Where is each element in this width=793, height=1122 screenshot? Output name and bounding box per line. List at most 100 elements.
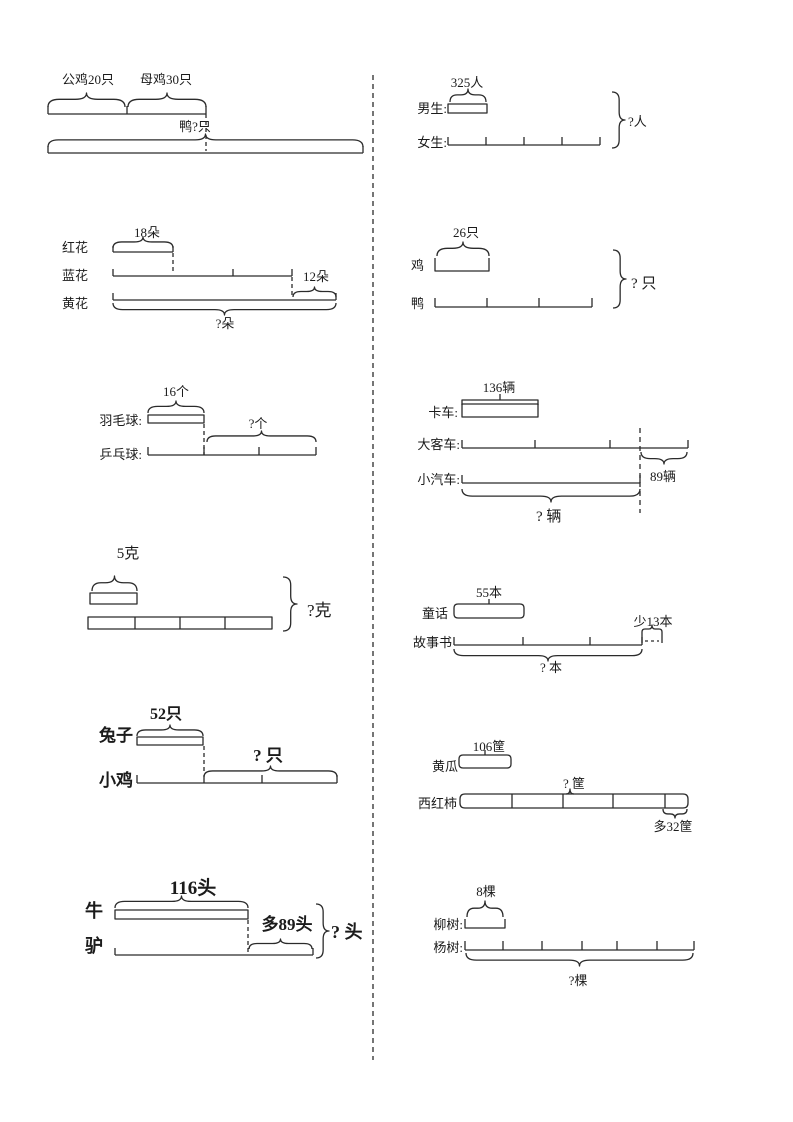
more-brace	[662, 808, 688, 819]
diagram-flowers: 18朵 红花 蓝花 12朵 黄花 ?朵	[62, 225, 337, 331]
total-brace	[612, 249, 627, 309]
total-brace	[282, 576, 298, 632]
diagram-rabbits-chicks: 52只 兔子 ? 只 小鸡	[98, 706, 338, 790]
extra-count-label: 89辆	[650, 469, 676, 484]
cow-count-label: 116头	[170, 877, 216, 899]
total-brace	[453, 648, 643, 662]
red-count-brace	[112, 236, 174, 249]
small-weight-label: 5克	[117, 545, 140, 562]
extra-brace	[203, 765, 338, 778]
big-weight-bar	[87, 616, 273, 630]
diagram-chicken-duck: 26只 鸡 鸭 ? 只	[411, 225, 656, 311]
total-brace	[465, 952, 694, 967]
diagram-vehicles: 136辆 卡车: 大客车: 89辆 小汽车: ? 辆	[417, 380, 689, 525]
total-brace	[611, 91, 626, 149]
story-book-label: 故事书	[413, 635, 452, 650]
chicken-label: 鸡	[411, 258, 424, 273]
diagram-books: 55本 童话 少13本 故事书 ? 本	[413, 585, 673, 675]
car-label: 小汽车:	[417, 472, 460, 487]
small-weight-bar	[89, 592, 138, 605]
extra-brace	[292, 286, 337, 298]
total-question-label: ? 头	[331, 922, 363, 942]
willow-count-brace	[466, 900, 504, 918]
willow-label: 柳树:	[433, 917, 463, 932]
poplar-label: 杨树:	[433, 940, 463, 955]
diagram-students: 325人 男生: 女生: ?人	[417, 75, 646, 150]
badminton-bar	[147, 414, 205, 424]
duck-question-label: 鸭?只	[179, 119, 211, 134]
parent-bar	[47, 106, 207, 115]
cucumber-label: 黄瓜	[432, 759, 458, 774]
cucumber-bar	[458, 754, 512, 769]
total-brace	[461, 488, 641, 503]
duck-label: 鸭	[411, 296, 424, 311]
cow-label: 牛	[85, 900, 103, 921]
rooster-count-label: 公鸡20只	[62, 72, 114, 87]
extra-question-label: ? 只	[253, 746, 283, 765]
blue-bar	[112, 269, 293, 277]
red-bar	[112, 246, 174, 253]
chicken-count-label: 26只	[453, 225, 479, 240]
total-question-label: ?克	[307, 601, 332, 620]
poplar-bar	[464, 941, 695, 951]
car-bar	[461, 475, 641, 484]
more-brace	[248, 938, 313, 950]
boys-label: 男生:	[417, 101, 447, 116]
willow-bar	[464, 919, 506, 929]
duck-total-brace	[47, 133, 364, 148]
boys-count-brace	[449, 88, 487, 103]
boys-count-label: 325人	[451, 75, 484, 90]
total-brace	[112, 302, 337, 316]
extra-count-label: 12朵	[303, 269, 329, 284]
rooster-brace	[47, 92, 126, 108]
rabbit-count-label: 52只	[150, 706, 182, 723]
donkey-bar	[114, 948, 314, 956]
truck-bar	[461, 403, 539, 418]
red-count-label: 18朵	[134, 225, 160, 240]
more-count-label: 多89头	[262, 914, 313, 934]
donkey-label: 驴	[85, 935, 103, 956]
badminton-label: 羽毛球:	[99, 413, 142, 428]
tomato-label: 西红柿	[418, 796, 457, 811]
cow-bar	[114, 909, 249, 920]
duck-bar	[47, 146, 364, 154]
chicken-bar	[434, 258, 490, 272]
yellow-bar	[112, 293, 337, 301]
pingpong-label: 乒乓球:	[99, 447, 142, 462]
story-bar	[453, 637, 643, 646]
blue-flower-label: 蓝花	[62, 268, 88, 283]
small-weight-brace	[91, 575, 138, 592]
chicken-count-brace	[436, 241, 490, 257]
girls-bar	[447, 137, 601, 146]
tomato-question-label: ? 筐	[563, 776, 585, 791]
yellow-flower-label: 黄花	[62, 296, 88, 311]
total-question-label: ?棵	[569, 973, 588, 988]
diagram-trees: 8棵 柳树: 杨树: ?棵	[433, 884, 695, 988]
total-question-label: ? 辆	[536, 508, 561, 525]
more-count-label: 多32筐	[653, 819, 692, 834]
chick-bar	[136, 775, 338, 784]
duck-bar	[434, 298, 593, 308]
fairy-bar	[453, 603, 525, 619]
diagram-chickens-ducks: 公鸡20只 母鸡30只 鸭?只	[47, 72, 364, 154]
diagram-cows-donkeys: 116头 牛 多89头 驴 ? 头	[85, 877, 363, 959]
total-brace	[315, 903, 330, 959]
cucumber-count-label: 106筐	[473, 739, 506, 754]
extra-brace	[640, 451, 688, 465]
rabbit-bar	[136, 736, 204, 746]
girls-label: 女生:	[417, 135, 447, 150]
willow-count-label: 8棵	[476, 884, 496, 899]
total-question-label: ?人	[628, 114, 647, 129]
red-flower-label: 红花	[62, 240, 88, 255]
total-question-label: ?朵	[216, 316, 235, 331]
diagram-grams: 5克 ?克	[87, 545, 332, 632]
total-question-label: ? 只	[631, 276, 656, 292]
less-count-label: 少13本	[633, 614, 672, 629]
boys-bar	[447, 103, 488, 114]
bus-bar	[461, 440, 689, 449]
question-peak	[565, 788, 575, 795]
fairy-count-label: 55本	[476, 585, 502, 600]
fairy-tale-label: 童话	[422, 606, 448, 621]
